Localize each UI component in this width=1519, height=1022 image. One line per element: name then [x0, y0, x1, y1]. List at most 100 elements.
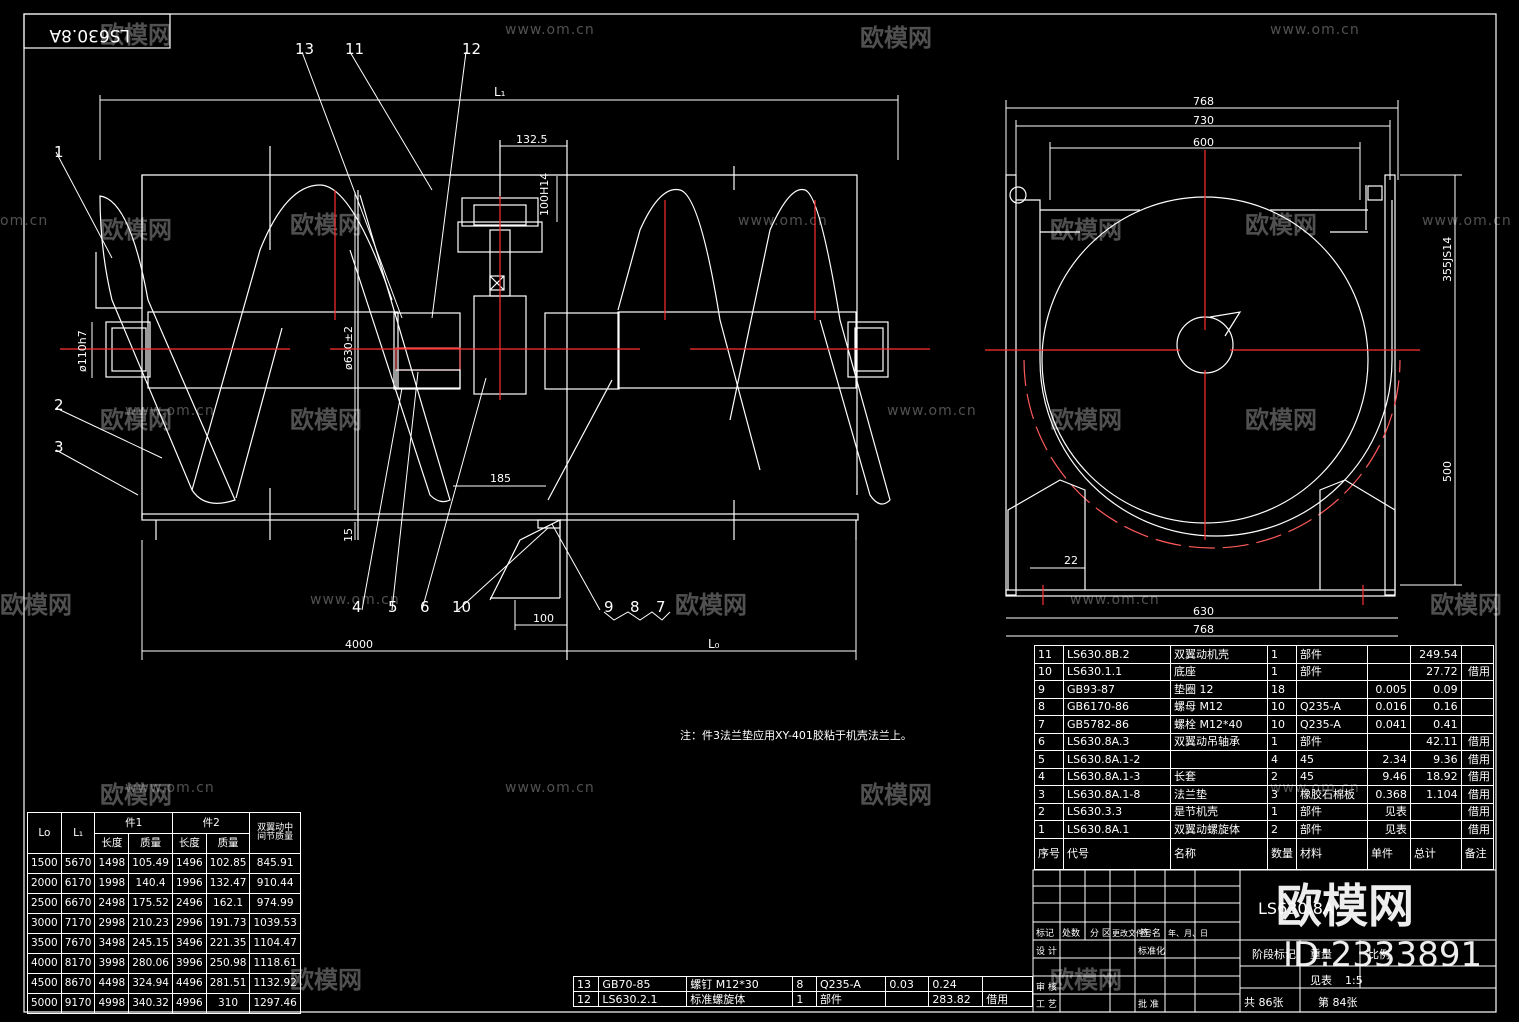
parts-cell: 2 — [1267, 767, 1297, 786]
parts-cell: 9 — [1034, 680, 1064, 699]
parts-cell: 10 — [1267, 715, 1297, 734]
drawing-frame — [23, 13, 1497, 1013]
parts-cell: LS630.8A.1-3 — [1063, 767, 1171, 786]
watermark-logo: 欧模网 — [675, 591, 747, 619]
parts-cell: 249.54 — [1409, 645, 1462, 664]
parts-cell: LS630.8A.1-2 — [1063, 750, 1171, 769]
parts-cell: LS630.1.1 — [1063, 662, 1171, 681]
drawing-number: LS630.8A — [49, 25, 130, 45]
bottom-cell: 0.03 — [885, 976, 930, 992]
parts-cell: 1 — [1267, 732, 1297, 751]
title-block-frame — [1032, 869, 1497, 1013]
length-cell: 105.49 — [128, 853, 173, 874]
dim-730: 730 — [1193, 114, 1214, 127]
balloon-10: 10 — [452, 598, 471, 616]
parts-cell: 27.72 — [1409, 662, 1462, 681]
balloon-5: 5 — [388, 598, 398, 616]
watermark-url: www.om.cn — [125, 780, 215, 796]
svg-text:比例: 比例 — [1368, 947, 1390, 961]
parts-cell — [1367, 732, 1411, 751]
parts-cell: 45 — [1296, 767, 1368, 786]
dim-l1: L₁ — [494, 85, 506, 99]
parts-cell: 1 — [1267, 662, 1297, 681]
length-cell: 2496 — [171, 893, 207, 914]
parts-cell — [1367, 662, 1411, 681]
parts-cell: 借用 — [1460, 750, 1495, 769]
length-cell: 7170 — [60, 913, 96, 934]
parts-cell: 借用 — [1460, 785, 1495, 804]
svg-text:处数: 处数 — [1062, 927, 1080, 939]
dim-630: ø630±2 — [342, 326, 355, 370]
note-text: 注：件3法兰垫应用XY-401胶粘于机壳法兰上。 — [680, 728, 912, 742]
parts-cell: 0.041 — [1367, 715, 1411, 734]
dim-355: 355JS14 — [1441, 237, 1454, 282]
dim-15: 15 — [342, 528, 355, 542]
svg-text:更改文件号: 更改文件号 — [1112, 928, 1152, 938]
parts-cell: 18.92 — [1409, 767, 1462, 786]
parts-cell: 4 — [1034, 767, 1064, 786]
parts-cell: 0.41 — [1409, 715, 1462, 734]
parts-cell: 5 — [1034, 750, 1064, 769]
watermark-logo: 欧模网 — [290, 211, 362, 239]
parts-cell: 45 — [1296, 750, 1368, 769]
length-cell: 2498 — [94, 893, 130, 914]
balloon-8: 8 — [630, 598, 640, 616]
balloon-7: 7 — [656, 598, 666, 616]
watermark-logo: 欧模网 — [0, 591, 72, 619]
parts-cell: 0.368 — [1367, 785, 1411, 804]
parts-cell: 部件 — [1296, 802, 1368, 821]
length-cell: 3500 — [27, 933, 62, 954]
length-cell: 4500 — [27, 973, 62, 994]
length-cell: 1496 — [171, 853, 207, 874]
parts-cell: 螺栓 M12*40 — [1170, 715, 1268, 734]
parts-cell: 2 — [1034, 802, 1064, 821]
parts-cell: LS630.8A.3 — [1063, 732, 1171, 751]
parts-cell: 螺母 M12 — [1170, 697, 1268, 716]
parts-cell: 部件 — [1296, 820, 1368, 839]
dim-4000: 4000 — [345, 638, 373, 651]
parts-cell: GB6170-86 — [1063, 697, 1171, 716]
length-cell: 340.32 — [128, 993, 173, 1014]
parts-cell: 见表 — [1367, 802, 1411, 821]
parts-cell: 借用 — [1460, 767, 1495, 786]
parts-cell — [1460, 680, 1495, 699]
watermark-logo: 欧模网 — [1245, 406, 1317, 434]
balloon-1: 1 — [54, 143, 64, 161]
length-cell: 191.73 — [205, 913, 251, 934]
parts-cell: 0.16 — [1409, 697, 1462, 716]
watermark-logo: 欧模网 — [100, 21, 172, 49]
bottom-cell: 0.24 — [928, 976, 984, 992]
length-cell: 1132.92 — [249, 973, 301, 994]
balloon-3: 3 — [54, 438, 64, 456]
svg-text:1:5: 1:5 — [1345, 974, 1363, 987]
parts-cell — [1409, 820, 1462, 839]
svg-text:标准化: 标准化 — [1138, 945, 1165, 957]
balloon-11: 11 — [345, 40, 364, 58]
dim-132-5: 132.5 — [516, 133, 548, 146]
svg-text:设 计: 设 计 — [1036, 945, 1057, 957]
length-cell: 974.99 — [249, 893, 301, 914]
length-cell: 5670 — [60, 853, 96, 874]
length-cell: 4998 — [94, 993, 130, 1014]
parts-cell: 9.36 — [1409, 750, 1462, 769]
parts-cell: 双翼动机壳 — [1170, 645, 1268, 664]
parts-cell — [1460, 715, 1495, 734]
watermark-logo: 欧模网 — [290, 406, 362, 434]
svg-text:阶段标记: 阶段标记 — [1252, 947, 1296, 961]
length-cell: 8670 — [60, 973, 96, 994]
parts-cell: 借用 — [1460, 732, 1495, 751]
dim-100h14: 100H14 — [538, 173, 551, 216]
length-cell: 2998 — [94, 913, 130, 934]
balloon-6: 6 — [420, 598, 430, 616]
